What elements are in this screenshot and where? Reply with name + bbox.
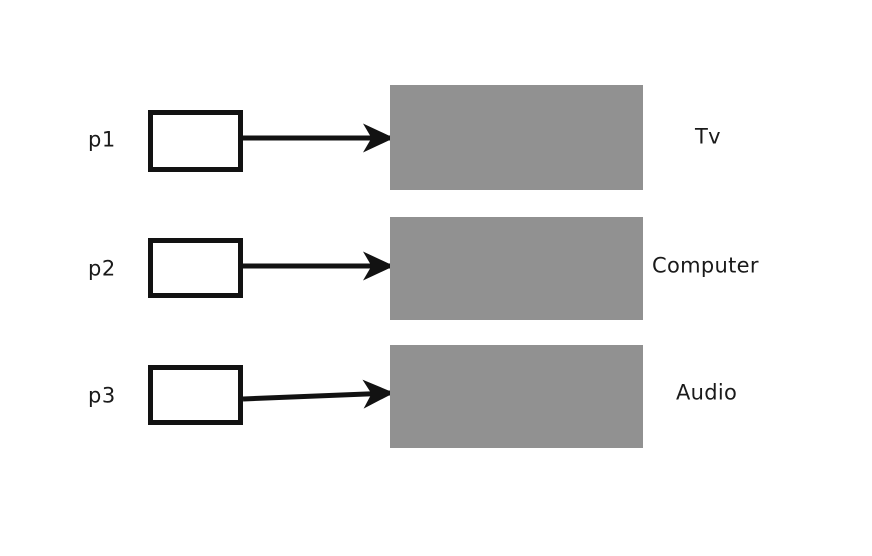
source-node-box-p1[interactable] [148,110,243,172]
target-panel-audio[interactable] [390,345,643,448]
target-label-computer: Computer [652,253,759,278]
source-node-box-p2[interactable] [148,238,243,298]
source-label-p1: p1 [88,127,116,152]
source-label-p2: p2 [88,256,116,281]
arrow-right-icon [242,379,394,409]
target-panel-computer[interactable] [390,217,643,320]
target-panel-tv[interactable] [390,85,643,190]
source-label-p3: p3 [88,383,116,408]
target-label-audio: Audio [676,380,738,405]
target-label-tv: Tv [695,124,721,149]
source-node-box-p3[interactable] [148,365,243,425]
